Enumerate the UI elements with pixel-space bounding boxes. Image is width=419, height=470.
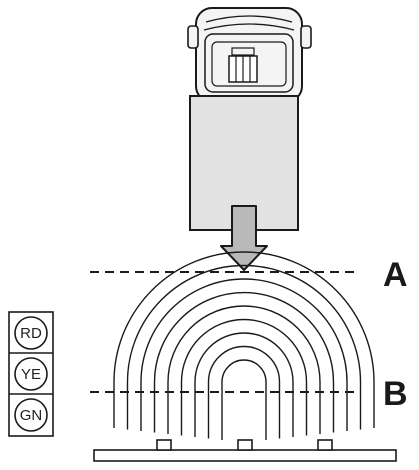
ultrasonic-sensor-icon <box>237 439 253 451</box>
lamp-label-rd: RD <box>20 325 42 342</box>
ultrasonic-sensor-icon <box>317 439 333 451</box>
detection-arc <box>126 264 362 430</box>
truck-cab <box>187 7 312 103</box>
detection-arc <box>207 345 281 439</box>
truck-top-view-icon <box>187 7 312 231</box>
lamp-green: GN <box>14 398 48 432</box>
zone-label-a: A <box>383 256 408 294</box>
zone-label-b: B <box>383 375 408 413</box>
detection-arc <box>140 278 348 431</box>
indicator-lamp-panel: RD YE GN <box>8 311 54 437</box>
sensor-detection-field <box>113 251 375 440</box>
detection-arc <box>113 251 375 428</box>
detection-arc <box>221 359 267 440</box>
detection-arc <box>153 291 335 433</box>
rear-bumper <box>93 439 397 462</box>
lamp-label-gn: GN <box>20 407 43 424</box>
down-arrow-icon <box>220 205 268 271</box>
lamp-yellow: YE <box>14 357 48 391</box>
detection-arc <box>180 318 308 436</box>
ultrasonic-sensor-icon <box>156 439 172 451</box>
detection-arc <box>167 305 321 434</box>
detection-arc <box>194 332 294 437</box>
lamp-red: RD <box>14 316 48 350</box>
lamp-label-ye: YE <box>21 366 41 383</box>
